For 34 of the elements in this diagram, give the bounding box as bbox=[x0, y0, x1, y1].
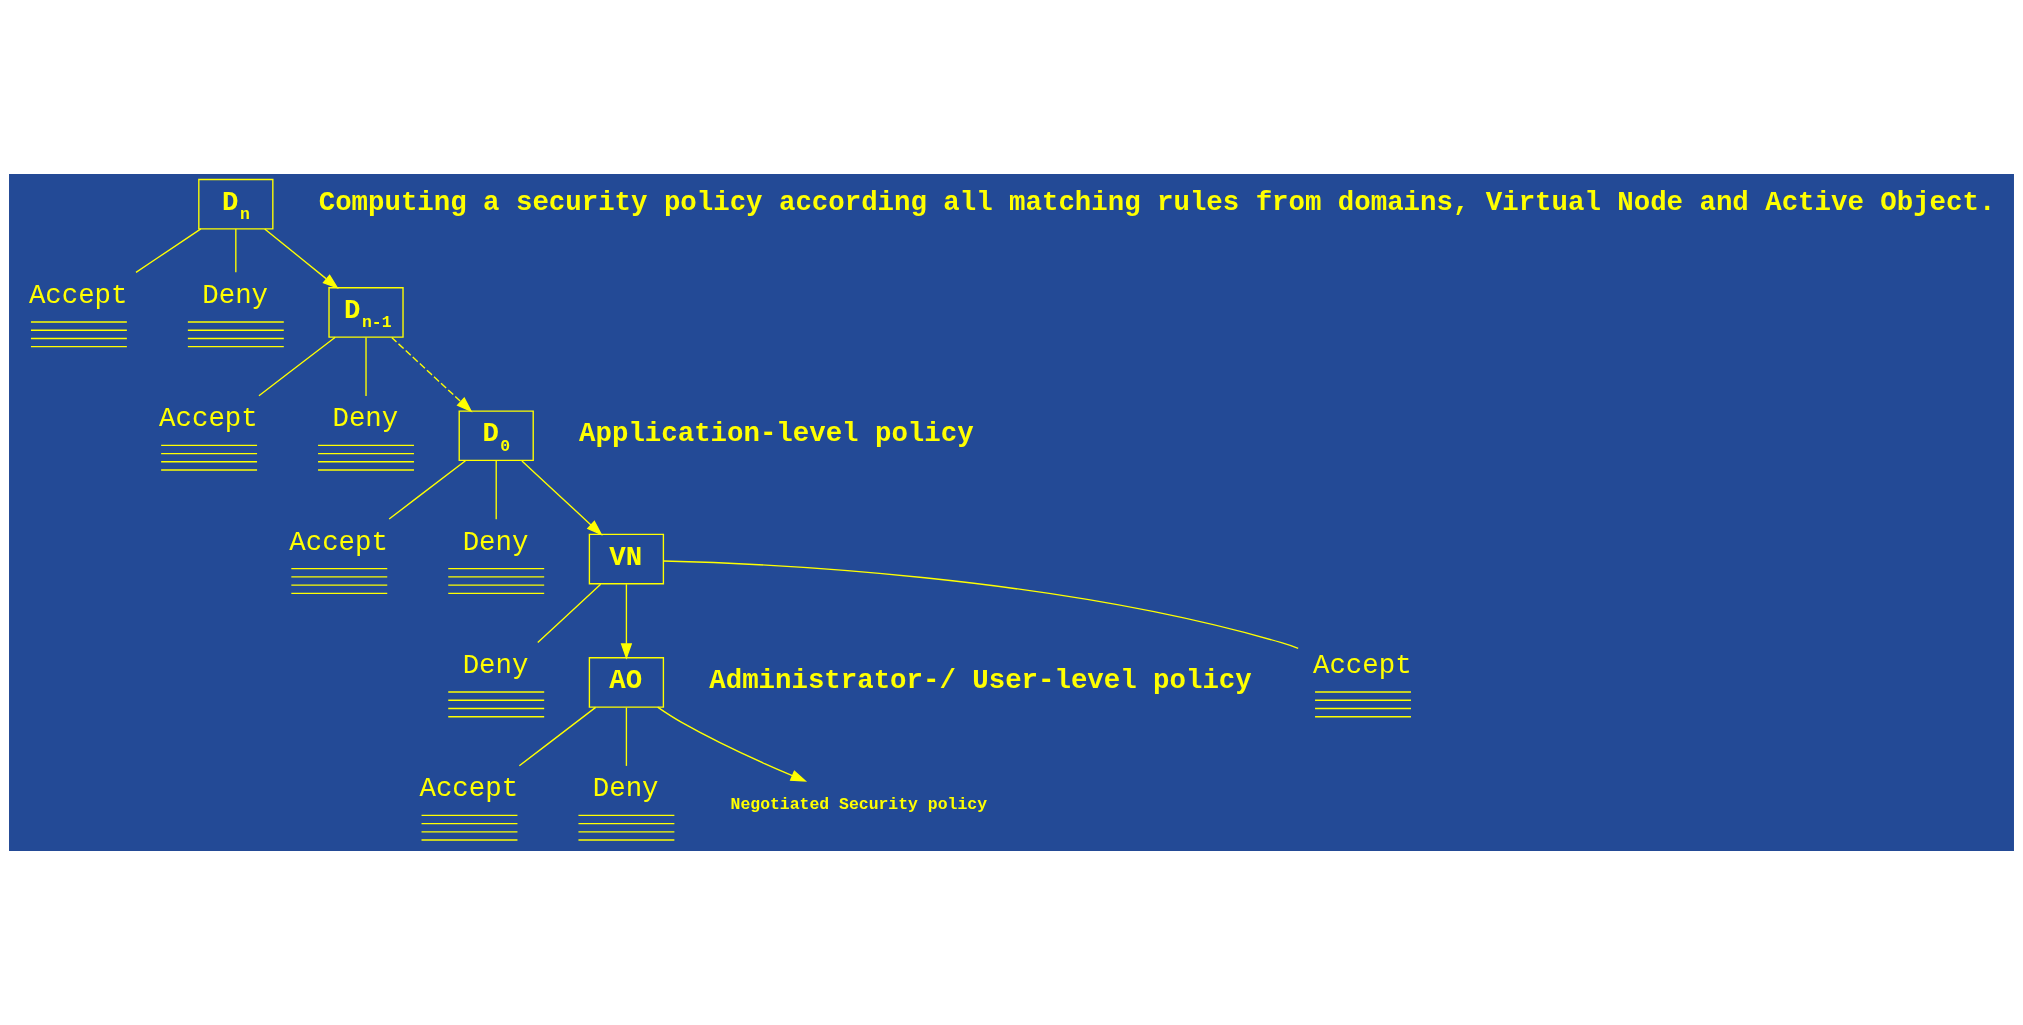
label: Application-level policy bbox=[579, 418, 974, 450]
node-text: Deny bbox=[332, 403, 399, 435]
label: Administrator-/ User-level policy bbox=[709, 664, 1252, 696]
node-box: D$_{0}$ bbox=[458, 410, 534, 462]
connector bbox=[662, 560, 1299, 650]
node-box: VN bbox=[588, 533, 665, 585]
node-box: D$_{n-1}$ bbox=[328, 287, 404, 338]
node-text: Accept bbox=[159, 403, 258, 435]
node-text: Accept bbox=[289, 526, 388, 558]
connector bbox=[495, 460, 497, 520]
connector bbox=[365, 336, 367, 397]
node-text: Accept bbox=[28, 279, 128, 311]
node-text: Deny bbox=[592, 773, 659, 805]
arrow bbox=[656, 706, 808, 782]
arrow bbox=[521, 460, 603, 536]
connector bbox=[235, 228, 237, 274]
node-box: D$_{n}$ bbox=[198, 178, 274, 230]
node-text: Deny bbox=[462, 526, 529, 558]
connector bbox=[135, 228, 202, 274]
node-text: Negotiated Security policy bbox=[730, 794, 988, 814]
node-box: AO bbox=[588, 657, 665, 708]
connector bbox=[518, 706, 597, 767]
node-text: Accept bbox=[1313, 649, 1412, 681]
arrow bbox=[264, 228, 339, 289]
node-text: Deny bbox=[202, 279, 268, 311]
arrow bbox=[620, 583, 633, 660]
arrow bbox=[391, 336, 473, 413]
label: Computing a security policy according all matching rules from domains, Virtual Node and Active Object. bbox=[318, 186, 1996, 218]
connector bbox=[537, 583, 602, 644]
node-text: Accept bbox=[419, 773, 519, 805]
connector bbox=[258, 336, 336, 397]
connector bbox=[388, 460, 467, 520]
connector bbox=[625, 706, 628, 767]
node-text: Deny bbox=[462, 649, 529, 681]
